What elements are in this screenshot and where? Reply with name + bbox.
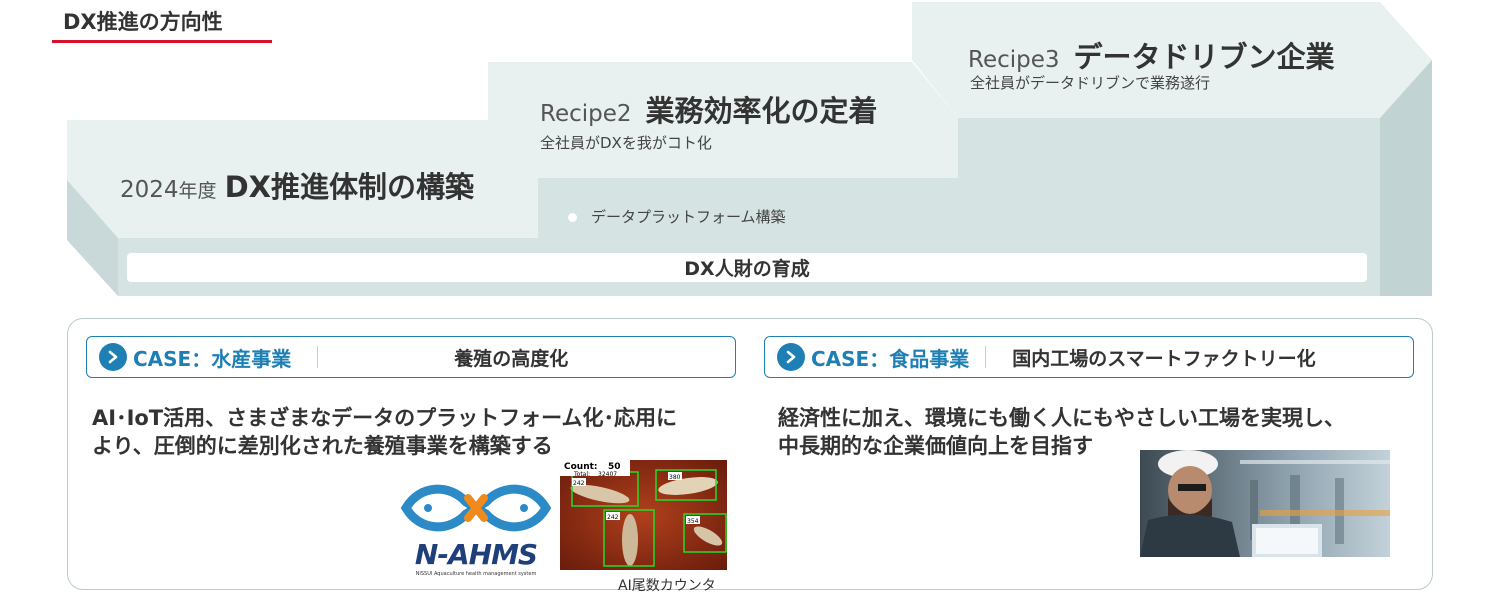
case-divider [317, 346, 319, 368]
step3-top [912, 2, 1432, 118]
step3-prefix: Recipe3 [968, 47, 1060, 73]
total-value: 32407 [598, 471, 617, 478]
heading-underline [52, 40, 272, 43]
step1-year-suffix: 年度 [178, 180, 217, 202]
ai-fish-counter-image: Count: 50 Total: 32407 242 380 242 354 [560, 460, 727, 570]
case-label: CASE：水産事業 [133, 346, 292, 371]
case-description-line: より、圧倒的に差別化された養殖事業を構築する [92, 434, 553, 458]
step2-prefix: Recipe2 [540, 101, 632, 127]
logo-wordmark: N-AHMS [414, 538, 538, 571]
step2-label: Recipe2 業務効率化の定着 [540, 88, 878, 130]
case-divider [985, 346, 987, 368]
bullet-dot-icon [568, 213, 577, 222]
step2-title: 業務効率化の定着 [645, 94, 878, 128]
case-label: CASE：食品事業 [811, 346, 970, 371]
platform-bullet: データプラットフォーム構築 [568, 206, 786, 227]
case-description-line: 経済性に加え、環境にも働く人にもやさしい工場を実現し、 [778, 406, 1345, 430]
step1-label: 2024年度 DX推進体制の構築 [120, 164, 474, 206]
cases-panel [67, 318, 1433, 590]
step3-subtitle: 全社員がデータドリブンで業務遂行 [970, 74, 1211, 92]
bullet-text: データプラットフォーム構築 [591, 208, 786, 226]
case-title: 養殖の高度化 [454, 347, 569, 370]
box-label: 242 [607, 514, 619, 521]
ai-counter-caption: AI尾数カウンタ [618, 578, 716, 594]
dx-talent-bar: DX人財の育成 [127, 253, 1367, 282]
case-description-line: AI･IoT活用、さまざまなデータのプラットフォーム化･応用に [92, 406, 677, 430]
chevron-right-icon [777, 343, 805, 371]
step1-year: 2024 [120, 177, 179, 203]
n-ahms-logo: N-AHMS NISSUI Aquaculture health managem… [398, 476, 554, 580]
total-label: Total: [573, 471, 590, 478]
logo-tagline: NISSUI Aquaculture health management sys… [415, 571, 537, 577]
step2-top [488, 62, 958, 178]
page-heading: DX推進の方向性 [63, 10, 223, 34]
case-description-line: 中長期的な企業価値向上を目指す [778, 434, 1093, 458]
box-label: 354 [687, 518, 699, 525]
dx-talent-text: DX人財の育成 [684, 258, 810, 280]
case-header-fisheries: CASE：水産事業 養殖の高度化 [86, 336, 736, 378]
step1-left [67, 180, 118, 296]
case-title: 国内工場のスマートファクトリー化 [1012, 347, 1316, 370]
step3-side [1380, 60, 1432, 296]
step1-title: DX推進体制の構築 [224, 170, 474, 204]
count-label: Count: [564, 462, 598, 472]
case-header-food: CASE：食品事業 国内工場のスマートファクトリー化 [764, 336, 1414, 378]
step3-label: Recipe3 データドリブン企業 [968, 34, 1335, 76]
chevron-right-icon [99, 343, 127, 371]
step2-subtitle: 全社員がDXを我がコト化 [540, 134, 712, 152]
smart-factory-photo [1140, 450, 1390, 557]
step1-top [67, 120, 538, 238]
count-value: 50 [608, 462, 621, 472]
box-label: 380 [669, 474, 681, 481]
step3-title: データドリブン企業 [1073, 40, 1335, 74]
fish-infinity-icon [400, 484, 552, 532]
step3-front [958, 118, 1380, 296]
box-label: 242 [573, 480, 585, 487]
